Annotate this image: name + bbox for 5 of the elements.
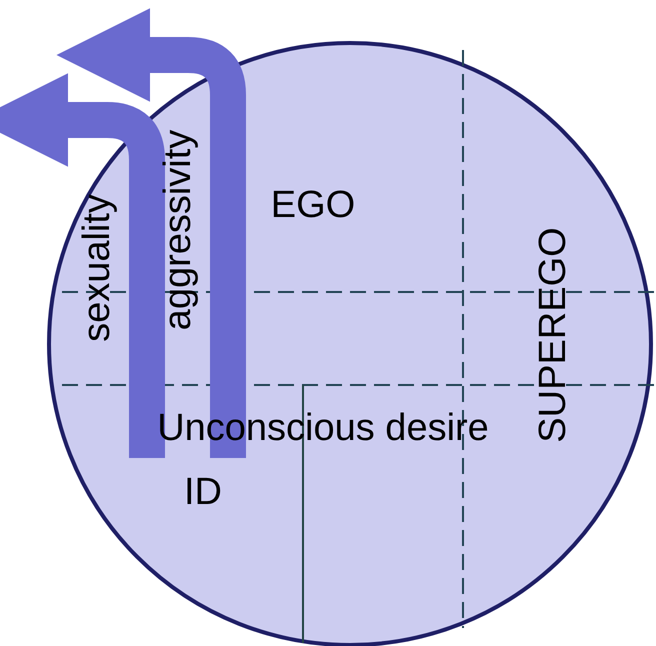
region-label: ID <box>184 473 222 511</box>
region-label: SUPEREGO <box>534 227 572 443</box>
arrow-label: aggressivity <box>159 130 197 330</box>
arrow-label: sexuality <box>78 194 116 342</box>
region-label: EGO <box>270 186 356 224</box>
